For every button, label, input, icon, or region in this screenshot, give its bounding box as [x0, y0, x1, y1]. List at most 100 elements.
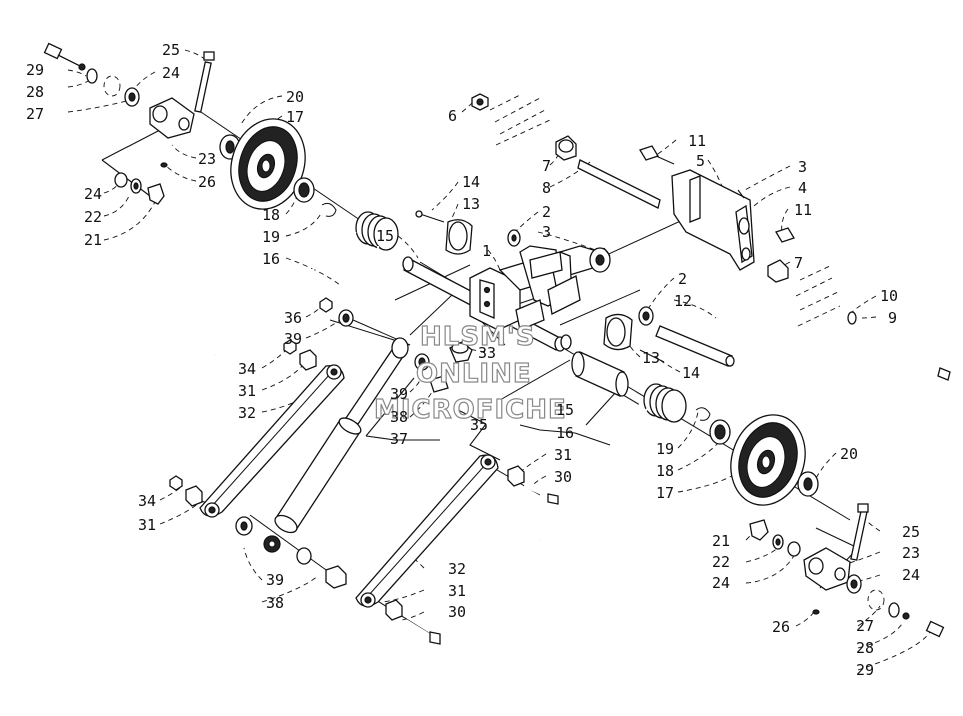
spacer-27-upper	[103, 75, 121, 97]
callout-13-lower: 13	[642, 349, 660, 367]
callout-14-upper: 14	[462, 173, 480, 191]
callout-2-lower: 2	[678, 270, 687, 288]
bolt-29-upper	[43, 42, 81, 67]
watermark: HLSM'S ONLINE MICROFICHE	[373, 321, 567, 425]
callout-3-center: 3	[542, 223, 551, 241]
callout-37: 37	[390, 430, 408, 448]
callout-34-lower: 34	[138, 492, 156, 510]
callout-17-upper: 17	[286, 108, 304, 126]
watermark-line-3: MICROFICHE	[374, 395, 567, 425]
callout-9: 9	[888, 309, 897, 327]
callout-31-lower-left: 31	[138, 516, 156, 534]
torsion-spring-16-upper	[214, 211, 399, 356]
spacer-27-lower	[867, 589, 885, 611]
washer-24-upper	[86, 68, 98, 84]
spacer-31-lower-left	[185, 485, 203, 507]
washer-24-a-lower	[787, 541, 801, 557]
nut-34-lower	[169, 475, 183, 491]
callout-8: 8	[542, 179, 551, 197]
callout-3-upper: 3	[798, 158, 807, 176]
callout-20-lower: 20	[840, 445, 858, 463]
callout-25-lower: 25	[902, 523, 920, 541]
callout-24-lower-b: 24	[902, 566, 920, 584]
callout-32-right: 32	[448, 560, 466, 578]
link-arm-32-left	[199, 364, 345, 518]
shaft-8	[577, 159, 661, 209]
spacer-31-right-mid	[507, 465, 525, 487]
bolt-30-bottom	[405, 619, 441, 645]
callout-30-bottom: 30	[448, 603, 466, 621]
bolt-11-lower	[775, 227, 795, 243]
callout-30-right-mid: 30	[554, 468, 572, 486]
callout-21-lower: 21	[712, 532, 730, 550]
torsion-spring-16-lower	[539, 383, 687, 541]
callout-29-lower: 29	[856, 661, 874, 679]
callout-15-upper: 15	[376, 227, 394, 245]
callout-24-lower-a: 24	[712, 574, 730, 592]
callout-27-upper: 27	[26, 105, 44, 123]
pin-26-upper	[160, 162, 168, 168]
callout-32-left: 32	[238, 404, 256, 422]
callout-6: 6	[448, 107, 457, 125]
callout-23-lower: 23	[902, 544, 920, 562]
bushing-13-lower	[603, 313, 633, 351]
callout-22-upper: 22	[84, 208, 102, 226]
bolt-29-lower	[909, 617, 945, 638]
callout-33: 33	[478, 344, 496, 362]
watermark-line-1: HLSM'S	[420, 322, 536, 352]
callout-34-upper: 34	[238, 360, 256, 378]
callout-21-upper: 21	[84, 231, 102, 249]
pin-26-lower	[812, 609, 820, 615]
pin-14-lower	[639, 349, 665, 363]
watermark-line-2: ONLINE	[416, 359, 532, 389]
callout-5: 5	[696, 152, 705, 170]
callout-36: 36	[284, 309, 302, 327]
callout-39-center: 39	[390, 385, 408, 403]
bushing-39-lower-b	[296, 547, 312, 565]
callout-38-center: 38	[390, 408, 408, 426]
frame-hatch-upper	[489, 94, 841, 327]
callout-19-upper: 19	[262, 228, 280, 246]
bushing-13-upper	[445, 219, 473, 255]
callout-35: 35	[470, 416, 488, 434]
callout-7-lower: 7	[794, 254, 803, 272]
callout-29-upper: 29	[26, 61, 44, 79]
callout-31-right-mid: 31	[554, 446, 572, 464]
callout-11-upper: 11	[688, 132, 706, 150]
center-pivot-group	[402, 210, 735, 397]
bolt-38-center	[429, 375, 449, 393]
callout-16-lower: 16	[556, 424, 574, 442]
spacer-31-upper	[299, 349, 317, 371]
washer-28-lower	[902, 612, 910, 620]
callout-2-upper: 2	[542, 203, 551, 221]
pin-14-upper	[415, 210, 445, 223]
callout-19-lower: 19	[656, 440, 674, 458]
callout-10: 10	[880, 287, 898, 305]
bolt-9	[857, 319, 951, 381]
axle-bracket-23-lower	[803, 503, 869, 591]
callout-11-lower: 11	[794, 201, 812, 219]
washer-24-lower-upper	[114, 172, 128, 188]
nut-36	[319, 297, 333, 313]
callout-15-lower: 15	[556, 401, 574, 419]
nut-34-upper	[283, 339, 297, 355]
callout-18-lower: 18	[656, 462, 674, 480]
pin-3-upper	[737, 189, 745, 199]
callout-16-upper: 16	[262, 250, 280, 268]
callout-28-lower: 28	[856, 639, 874, 657]
callout-labels: 29 28 27 25 24 20 17 23 26 24 22 21 18 1…	[26, 41, 920, 679]
spacer-31-bottom	[385, 599, 403, 621]
washer-10	[847, 311, 857, 325]
callout-28-upper: 28	[26, 83, 44, 101]
callout-27-lower: 27	[856, 617, 874, 635]
bracket-4	[671, 169, 755, 271]
link-arm-32-right	[355, 454, 499, 608]
lower-link-group	[169, 297, 559, 645]
callout-31-bottom: 31	[448, 582, 466, 600]
callout-1: 1	[482, 242, 491, 260]
idler-wheel-17-upper	[230, 118, 306, 210]
upper-left-wheel-group	[43, 42, 399, 356]
callout-4: 4	[798, 179, 807, 197]
callout-13-upper: 13	[462, 195, 480, 213]
